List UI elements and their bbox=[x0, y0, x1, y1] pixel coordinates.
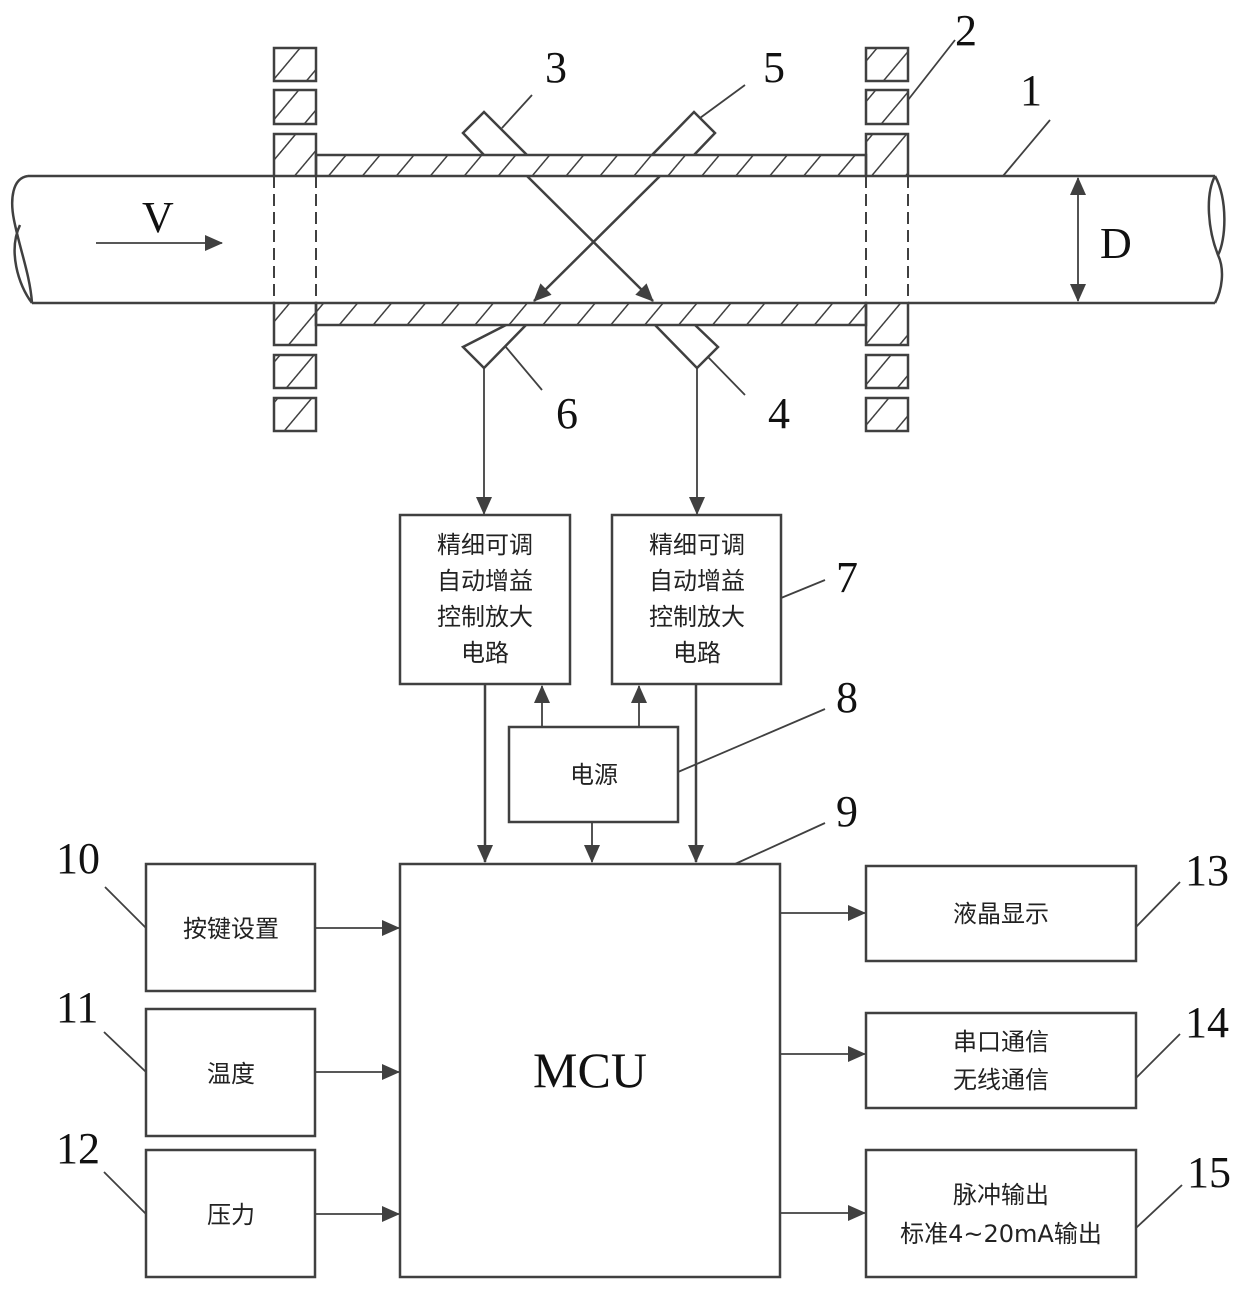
sound-path-upstream bbox=[533, 175, 661, 302]
pressure-block: 压力 bbox=[144, 1148, 317, 1279]
output-block: 脉冲输出 标准4~20mA输出 bbox=[864, 1148, 1138, 1279]
tube-bottom-wall bbox=[314, 301, 868, 327]
numeral-8: 8 bbox=[836, 673, 858, 722]
communication-line2: 无线通信 bbox=[953, 1066, 1049, 1094]
lcd-block: 液晶显示 bbox=[864, 864, 1138, 963]
amplifier-left-block: 精细可调 自动增益 控制放大 电路 bbox=[398, 513, 572, 686]
numeral-11: 11 bbox=[56, 983, 98, 1032]
numeral-7: 7 bbox=[836, 553, 858, 602]
numeral-5: 5 bbox=[763, 43, 785, 92]
amplifier-right-line1: 精细可调 bbox=[649, 531, 745, 559]
transducer-5 bbox=[651, 84, 746, 156]
sound-path-downstream bbox=[526, 175, 654, 302]
numeral-2: 2 bbox=[955, 6, 977, 55]
numeral-12: 12 bbox=[56, 1124, 100, 1173]
leader-13 bbox=[1135, 881, 1181, 928]
diameter-dimension: D bbox=[1070, 177, 1132, 302]
numeral-9: 9 bbox=[836, 787, 858, 836]
numeral-10: 10 bbox=[56, 834, 100, 883]
amplifier-left-line2: 自动增益 bbox=[437, 567, 533, 595]
amplifier-right-line2: 自动增益 bbox=[649, 567, 745, 595]
pipe bbox=[11, 174, 1226, 305]
amplifier-left-line3: 控制放大 bbox=[437, 603, 533, 631]
mcu-block: MCU bbox=[398, 862, 782, 1279]
leader-7 bbox=[780, 579, 826, 599]
leader-14 bbox=[1135, 1033, 1181, 1079]
numeral-14: 14 bbox=[1185, 998, 1229, 1047]
pipe-break-right bbox=[1207, 175, 1226, 304]
numeral-6: 6 bbox=[556, 389, 578, 438]
flow-direction: V bbox=[96, 193, 223, 251]
temperature-block: 温度 bbox=[144, 1007, 317, 1138]
amplifier-left-line1: 精细可调 bbox=[437, 531, 533, 559]
amplifier-right-block: 精细可调 自动增益 控制放大 电路 bbox=[610, 513, 783, 686]
tube-top-wall bbox=[314, 153, 868, 178]
leader-2 bbox=[907, 39, 956, 101]
pressure-label: 压力 bbox=[207, 1201, 255, 1229]
velocity-label: V bbox=[142, 193, 174, 242]
keypad-block: 按键设置 bbox=[144, 862, 317, 993]
leader-15 bbox=[1135, 1184, 1183, 1229]
leader-12 bbox=[103, 1171, 147, 1215]
amplifier-right-line4: 电路 bbox=[673, 639, 721, 667]
keypad-label: 按键设置 bbox=[183, 915, 279, 943]
mcu-label: MCU bbox=[533, 1042, 647, 1098]
numeral-1: 1 bbox=[1020, 66, 1042, 115]
leader-9 bbox=[734, 822, 826, 865]
leader-10 bbox=[104, 886, 147, 929]
numeral-13: 13 bbox=[1185, 846, 1229, 895]
amplifier-left-line4: 电路 bbox=[461, 639, 509, 667]
diameter-label: D bbox=[1100, 219, 1132, 268]
amplifier-right-line3: 控制放大 bbox=[649, 603, 745, 631]
transducer-4 bbox=[654, 324, 746, 396]
communication-block: 串口通信 无线通信 bbox=[864, 1011, 1138, 1110]
flange-left bbox=[272, 46, 318, 433]
measuring-tube bbox=[314, 153, 868, 327]
power-supply-block: 电源 bbox=[507, 725, 680, 824]
output-line1: 脉冲输出 bbox=[953, 1181, 1049, 1209]
flange-right bbox=[864, 46, 910, 433]
numeral-4: 4 bbox=[768, 389, 790, 438]
pipe-break-left bbox=[11, 174, 34, 304]
leader-11 bbox=[103, 1031, 147, 1073]
transducer-3 bbox=[461, 94, 533, 156]
leader-8 bbox=[677, 708, 826, 773]
output-line2: 标准4~20mA输出 bbox=[900, 1220, 1102, 1248]
transducer-6 bbox=[460, 323, 543, 391]
numeral-3: 3 bbox=[545, 43, 567, 92]
numeral-15: 15 bbox=[1187, 1148, 1231, 1197]
power-supply-label: 电源 bbox=[570, 761, 618, 789]
temperature-label: 温度 bbox=[207, 1060, 255, 1088]
lcd-label: 液晶显示 bbox=[953, 900, 1049, 928]
communication-line1: 串口通信 bbox=[953, 1028, 1049, 1056]
leader-1 bbox=[1002, 119, 1051, 177]
